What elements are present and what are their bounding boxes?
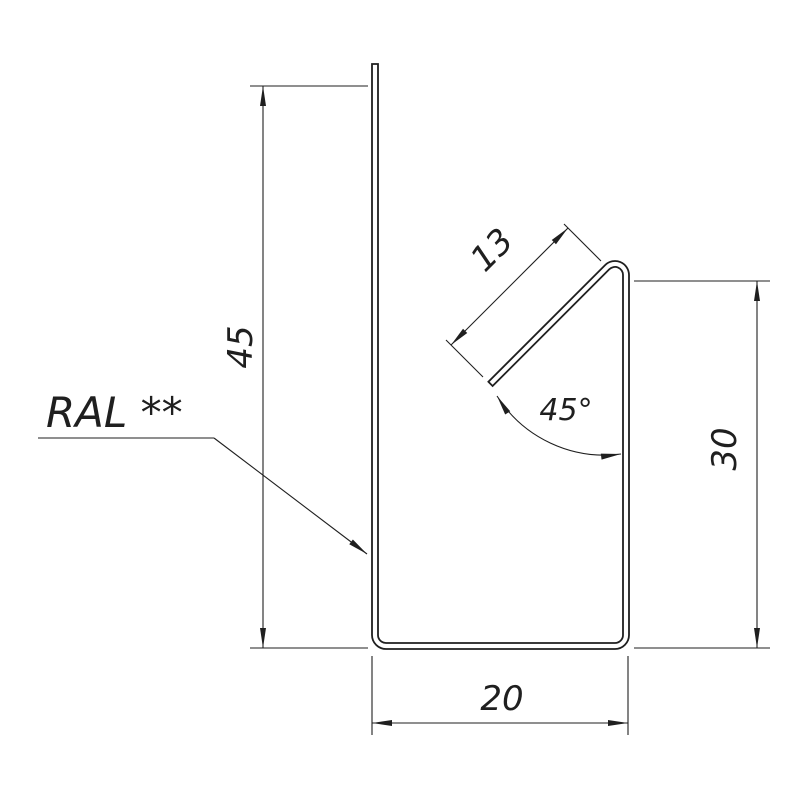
dim-left-height: 45: [221, 85, 368, 649]
dim-right-height: 30: [634, 280, 770, 649]
dim-flange-length-label: 13: [463, 221, 522, 280]
dim-bend-angle: 45°: [496, 393, 622, 460]
angle-arc: [496, 395, 622, 460]
drawing-root: 45 13 45° 30: [38, 63, 770, 735]
dim-bottom-width: 20: [371, 656, 629, 735]
extension-line-lower: [445, 339, 484, 378]
dim-left-height-label: 45: [221, 325, 261, 368]
ral-leader-line: [213, 437, 368, 555]
dim-bend-angle-label: 45°: [539, 393, 592, 428]
dimension-line: [450, 227, 569, 346]
profile-outline: [371, 63, 630, 650]
ral-label: RAL **: [46, 388, 183, 437]
extension-line-upper: [563, 223, 602, 262]
ral-callout: RAL **: [38, 388, 368, 555]
dim-right-height-label: 30: [705, 427, 745, 470]
dim-bottom-width-label: 20: [480, 679, 523, 719]
